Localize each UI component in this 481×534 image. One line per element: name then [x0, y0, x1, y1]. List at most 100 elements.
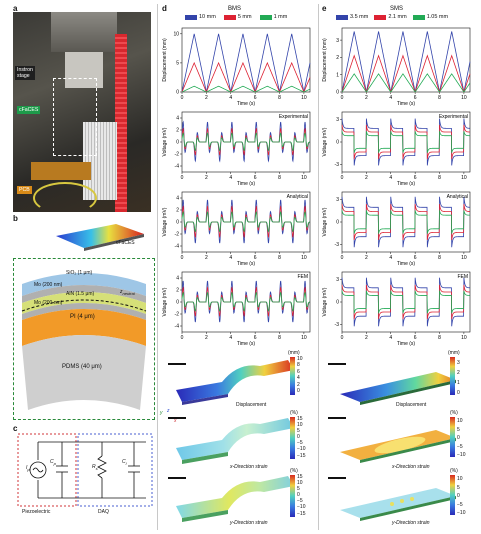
x-tick-label: 0	[341, 255, 344, 261]
x-tick-label: 10	[301, 255, 307, 261]
y-tick-label: 2	[336, 55, 339, 61]
series-line-1	[181, 199, 311, 244]
label-cl: Cl	[122, 459, 127, 466]
x-tick-label: 4	[229, 335, 232, 341]
device-chip	[56, 224, 144, 251]
panel-tag: Experimental	[279, 114, 308, 120]
layer-pi	[22, 309, 146, 346]
fem-d-x-caption: x-Direction strain	[230, 464, 268, 470]
cfaces-label: cFaCES	[17, 106, 41, 114]
fem-d-strain-unit-y: (%)	[290, 468, 298, 474]
x-axis-label: Time (s)	[237, 181, 255, 187]
y-tick-label: 4	[176, 116, 179, 122]
column-title-d: BMS	[228, 6, 242, 12]
layer-pdms	[22, 335, 146, 410]
axis-triad: y z x	[160, 408, 177, 424]
panel-tag: Analytical	[447, 194, 468, 200]
series-line-1	[341, 31, 471, 93]
x-tick-label: 4	[389, 335, 392, 341]
y-tick-label: -3	[335, 162, 340, 168]
y-axis-label: Voltage (mV)	[322, 127, 328, 156]
x-tick-label: 2	[365, 95, 368, 101]
x-tick-label: 2	[365, 175, 368, 181]
x-tick-label: 0	[181, 335, 184, 341]
label-rs: Rs	[92, 464, 98, 471]
legend-swatch-2	[374, 14, 387, 20]
layer-sio2	[22, 273, 146, 296]
y-tick-label: 3	[336, 117, 339, 123]
y-tick-label: 0	[176, 90, 179, 96]
x-tick-label: 2	[205, 175, 208, 181]
series-line-1	[341, 196, 471, 248]
x-axis-label: Time (s)	[237, 341, 255, 347]
y-tick-label: 4	[176, 196, 179, 202]
x-tick-label: 8	[278, 255, 281, 261]
y-tick-label: 5	[176, 61, 179, 67]
x-tick-label: 10	[461, 95, 467, 101]
y-tick-label: 2	[176, 128, 179, 134]
x-tick-label: 4	[229, 255, 232, 261]
series-line-3	[341, 210, 471, 234]
x-axis-label: Time (s)	[237, 261, 255, 267]
legend-swatch-1	[185, 14, 197, 20]
fem-d-y-caption: y-Direction strain	[230, 520, 268, 526]
pcb-label: PCB	[17, 186, 32, 194]
fem-sms-x-strain	[328, 417, 456, 463]
legend-swatch-3	[412, 14, 425, 20]
x-tick-label: 6	[254, 95, 257, 101]
series-line-2	[341, 54, 471, 94]
colorbar-d-ystrain	[290, 475, 295, 517]
fem-e-y-caption: y-Direction strain	[392, 520, 430, 526]
series-line-1	[341, 118, 471, 166]
series-line-1	[181, 33, 311, 93]
y-tick-label: 2	[176, 288, 179, 294]
fem-bms-displacement	[168, 360, 294, 405]
x-axis-label: Time (s)	[397, 261, 415, 267]
x-tick-label: 6	[414, 335, 417, 341]
series-line-3	[181, 132, 311, 152]
x-tick-label: 8	[438, 95, 441, 101]
series-line-2	[341, 203, 471, 241]
label-cp: Cp	[50, 459, 56, 466]
x-tick-label: 4	[389, 175, 392, 181]
y-tick-label: -4	[175, 324, 180, 330]
x-tick-label: 0	[181, 175, 184, 181]
colorbar-e-disp	[450, 357, 455, 395]
x-tick-label: 2	[205, 95, 208, 101]
y-tick-label: 1	[336, 72, 339, 78]
x-tick-label: 4	[389, 255, 392, 261]
x-axis-label: Time (s)	[397, 181, 415, 187]
x-tick-label: 4	[389, 95, 392, 101]
x-tick-label: 8	[278, 95, 281, 101]
series-line-3	[341, 131, 470, 153]
panel-label-d: d	[162, 4, 167, 13]
instron-stage-label: Instron stage	[15, 66, 35, 80]
x-tick-label: 6	[254, 335, 257, 341]
colorbar-d-xstrain	[290, 417, 295, 459]
y-tick-label: -4	[175, 164, 180, 170]
legend-item: 2.1 mm	[374, 14, 407, 20]
x-axis-label: Time (s)	[397, 341, 415, 347]
pcb-board	[31, 162, 91, 180]
x-tick-label: 6	[414, 95, 417, 101]
red-ruler	[115, 34, 127, 212]
x-tick-label: 0	[341, 175, 344, 181]
plot-frame	[341, 191, 471, 253]
series-line-3	[341, 73, 471, 93]
y-tick-label: -3	[335, 322, 340, 328]
x-tick-label: 8	[278, 335, 281, 341]
fem-e-disp-unit: (mm)	[448, 350, 460, 356]
label-ip: Ip	[26, 465, 30, 472]
y-tick-label: -2	[175, 152, 180, 158]
y-tick-label: 2	[176, 208, 179, 214]
series-line-1	[181, 120, 311, 163]
x-tick-label: 6	[254, 255, 257, 261]
